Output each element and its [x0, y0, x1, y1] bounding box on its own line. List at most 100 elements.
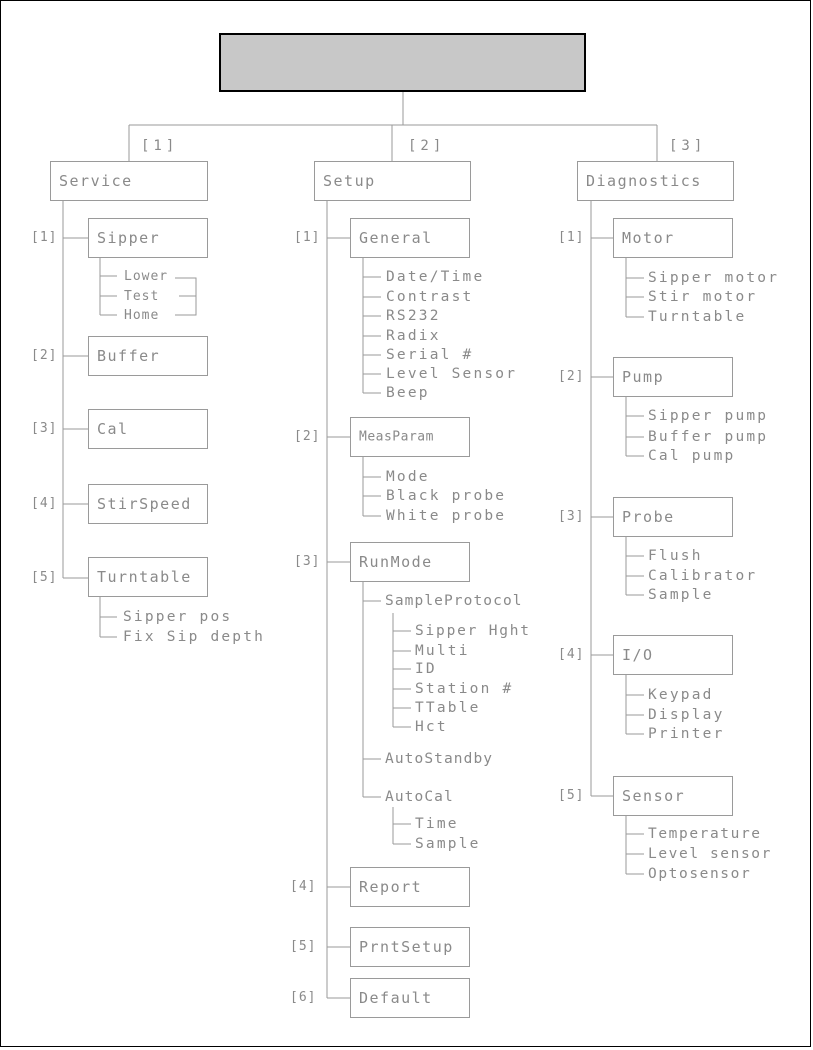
setup-index-2: [2]	[294, 429, 321, 444]
box-pump: Pump	[613, 357, 733, 397]
branch-index-setup: [2]	[408, 138, 446, 154]
service-index-3: [3]	[31, 421, 58, 436]
sipper-child-test: Test	[124, 289, 160, 304]
box-default-label: Default	[359, 989, 433, 1007]
sensor-child-temperature: Temperature	[648, 826, 762, 842]
box-pump-label: Pump	[622, 368, 665, 386]
io-child-display: Display	[648, 707, 725, 723]
general-child-beep: Beep	[386, 385, 430, 401]
box-io: I/O	[613, 635, 733, 675]
general-child-radix: Radix	[386, 328, 441, 344]
sampleprotocol-child-hct: Hct	[415, 719, 448, 735]
turntable-child-sipper-pos: Sipper pos	[123, 609, 233, 625]
box-setup: Setup	[314, 161, 471, 201]
box-prntsetup-label: PrntSetup	[359, 938, 454, 956]
box-runmode: RunMode	[350, 542, 470, 582]
box-service-label: Service	[59, 172, 133, 190]
box-turntable-label: Turntable	[97, 568, 192, 586]
box-measparam: MeasParam	[350, 417, 470, 457]
general-child-serial: Serial #	[386, 347, 474, 363]
sampleprotocol-child-station: Station #	[415, 681, 514, 697]
probe-child-flush: Flush	[648, 548, 703, 564]
setup-index-1: [1]	[294, 230, 321, 245]
turntable-child-fix-sip-depth: Fix Sip depth	[123, 629, 266, 645]
sensor-child-optosensor: Optosensor	[648, 866, 752, 882]
general-child-date-time: Date/Time	[386, 269, 485, 285]
diag-index-1: [1]	[558, 230, 585, 245]
sampleprotocol-child-ttable: TTable	[415, 700, 481, 716]
box-service: Service	[50, 161, 208, 201]
box-diagnostics-label: Diagnostics	[586, 172, 702, 190]
pump-child-sipper-pump: Sipper pump	[648, 408, 769, 424]
service-index-1: [1]	[31, 230, 58, 245]
diag-index-3: [3]	[558, 509, 585, 524]
probe-child-sample: Sample	[648, 587, 714, 603]
sampleprotocol-child-multi: Multi	[415, 643, 470, 659]
pump-child-cal-pump: Cal pump	[648, 448, 736, 464]
measparam-child-mode: Mode	[386, 469, 430, 485]
diag-index-4: [4]	[558, 647, 585, 662]
box-buffer-label: Buffer	[97, 347, 161, 365]
box-runmode-label: RunMode	[359, 553, 433, 571]
box-turntable: Turntable	[88, 557, 208, 597]
measparam-child-white-probe: White probe	[386, 508, 507, 524]
setup-index-3: [3]	[294, 554, 321, 569]
box-report-label: Report	[359, 878, 423, 896]
general-child-contrast: Contrast	[386, 289, 474, 305]
runmode-child-autostandby: AutoStandby	[385, 751, 494, 767]
branch-index-service: [1]	[141, 138, 179, 154]
sampleprotocol-child-sipper-hght: Sipper Hght	[415, 623, 531, 639]
autocal-child-sample: Sample	[415, 836, 481, 852]
autocal-child-time: Time	[415, 816, 459, 832]
box-motor-label: Motor	[622, 229, 675, 247]
runmode-child-sampleprotocol: SampleProtocol	[385, 593, 523, 609]
box-io-label: I/O	[622, 646, 654, 664]
diag-index-2: [2]	[558, 369, 585, 384]
io-child-printer: Printer	[648, 726, 725, 742]
runmode-child-autocal: AutoCal	[385, 789, 454, 805]
box-cal-label: Cal	[97, 420, 129, 438]
box-general-label: General	[359, 229, 433, 247]
service-index-4: [4]	[31, 496, 58, 511]
box-report: Report	[350, 867, 470, 907]
service-index-5: [5]	[31, 570, 58, 585]
motor-child-turntable: Turntable	[648, 309, 747, 325]
box-sensor: Sensor	[613, 776, 733, 816]
title-box	[219, 33, 586, 92]
sensor-child-level-sensor: Level sensor	[648, 846, 772, 862]
box-setup-label: Setup	[323, 172, 376, 190]
setup-index-4: [4]	[290, 879, 317, 894]
measparam-child-black-probe: Black probe	[386, 488, 507, 504]
setup-index-5: [5]	[290, 939, 317, 954]
box-buffer: Buffer	[88, 336, 208, 376]
box-probe: Probe	[613, 497, 733, 537]
box-measparam-label: MeasParam	[359, 429, 434, 445]
box-sensor-label: Sensor	[622, 787, 686, 805]
box-general: General	[350, 218, 470, 258]
io-child-keypad: Keypad	[648, 687, 714, 703]
motor-child-stir-motor: Stir motor	[648, 289, 758, 305]
box-prntsetup: PrntSetup	[350, 927, 470, 967]
motor-child-sipper-motor: Sipper motor	[648, 270, 780, 286]
probe-child-calibrator: Calibrator	[648, 568, 758, 584]
box-default: Default	[350, 978, 470, 1018]
box-sipper-label: Sipper	[97, 229, 161, 247]
pump-child-buffer-pump: Buffer pump	[648, 429, 769, 445]
box-cal: Cal	[88, 409, 208, 449]
box-sipper: Sipper	[88, 218, 208, 258]
sipper-child-lower: Lower	[124, 269, 169, 284]
box-motor: Motor	[613, 218, 733, 258]
sipper-child-home: Home	[124, 308, 160, 323]
service-index-2: [2]	[31, 348, 58, 363]
box-stirspeed-label: StirSpeed	[97, 495, 192, 513]
box-diagnostics: Diagnostics	[577, 161, 734, 201]
general-child-rs232: RS232	[386, 308, 441, 324]
sampleprotocol-child-id: ID	[415, 661, 437, 677]
box-probe-label: Probe	[622, 508, 675, 526]
box-stirspeed: StirSpeed	[88, 484, 208, 524]
setup-index-6: [6]	[290, 990, 317, 1005]
branch-index-diagnostics: [3]	[669, 138, 707, 154]
diag-index-5: [5]	[558, 788, 585, 803]
